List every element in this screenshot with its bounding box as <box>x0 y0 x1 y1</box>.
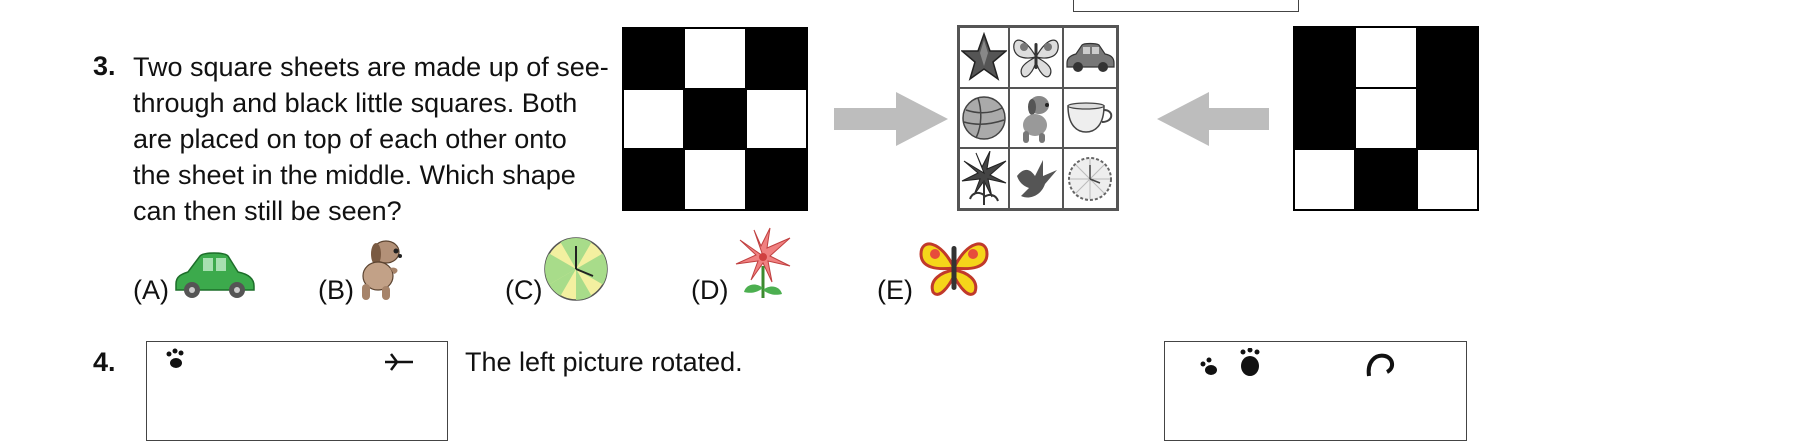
left-sheet-cell-black <box>745 28 807 89</box>
question-3-line: through and black little squares. Both <box>133 88 578 118</box>
paw-icon <box>1200 357 1217 375</box>
left-sheet-cell-white <box>745 88 807 150</box>
car-icon[interactable] <box>172 250 258 300</box>
right-sheet-cell-white <box>1355 27 1417 88</box>
right-sheet-cell-black <box>1355 149 1417 210</box>
dog-icon <box>1009 87 1063 149</box>
arrow-left-icon <box>1157 92 1269 146</box>
right-sheet <box>1293 26 1479 211</box>
star-icon <box>959 27 1009 88</box>
clock-icon <box>1063 148 1117 209</box>
left-sheet-cell-white <box>623 88 685 150</box>
question-3-line: Two square sheets are made up of see- <box>133 52 609 82</box>
ball-icon <box>959 87 1009 149</box>
right-sheet-cell-white <box>1355 88 1417 149</box>
shell-icon <box>1366 353 1394 377</box>
question-3-line: are placed on top of each other onto <box>133 124 567 154</box>
left-sheet-cell-white <box>684 149 746 210</box>
butterfly-icon[interactable] <box>917 236 991 300</box>
option-c-label[interactable]: (C) <box>505 275 543 305</box>
right-picture-box <box>1164 341 1467 441</box>
option-e-label[interactable]: (E) <box>877 275 913 305</box>
right-sheet-cell-black <box>1294 88 1356 149</box>
left-sheet-cell-black <box>623 149 685 210</box>
option-a-label[interactable]: (A) <box>133 275 169 305</box>
left-sheet-cell-black <box>745 149 807 210</box>
car-icon <box>1063 27 1117 88</box>
left-sheet-cell-white <box>684 28 746 89</box>
right-sheet-cell-black <box>1416 88 1478 149</box>
question-3-text: Two square sheets are made up of see- th… <box>133 49 613 229</box>
dog-icon[interactable] <box>354 234 406 302</box>
right-sheet-cell-white <box>1294 149 1356 210</box>
clock-icon[interactable] <box>543 236 609 302</box>
option-d-label[interactable]: (D) <box>691 275 729 305</box>
arrow-right-icon <box>834 92 948 146</box>
flower-icon <box>959 148 1009 209</box>
footprint-icon <box>1240 348 1260 376</box>
option-b-label[interactable]: (B) <box>318 275 354 305</box>
question-3-line: can then still be seen? <box>133 196 402 226</box>
plane-icon <box>385 353 413 371</box>
right-sheet-cell-black <box>1416 27 1478 88</box>
right-sheet-cell-white <box>1416 149 1478 210</box>
top-answer-box <box>1073 0 1299 12</box>
right-sheet-cell-black <box>1294 27 1356 88</box>
left-sheet <box>622 27 808 211</box>
question-4-number: 4. <box>93 347 116 377</box>
question-3-line: the sheet in the middle. Which shape <box>133 160 576 190</box>
bird-icon <box>1009 148 1063 209</box>
butterfly-icon <box>1009 27 1063 88</box>
paw-icon <box>166 348 184 368</box>
left-picture-box <box>146 341 448 441</box>
middle-picture-sheet <box>957 25 1119 211</box>
question-4-text: The left picture rotated. <box>465 347 743 377</box>
left-sheet-cell-black <box>623 28 685 89</box>
question-3-number: 3. <box>93 51 116 81</box>
left-sheet-cell-black <box>684 88 746 150</box>
flower-icon[interactable] <box>734 226 792 302</box>
cup-icon <box>1063 87 1117 149</box>
